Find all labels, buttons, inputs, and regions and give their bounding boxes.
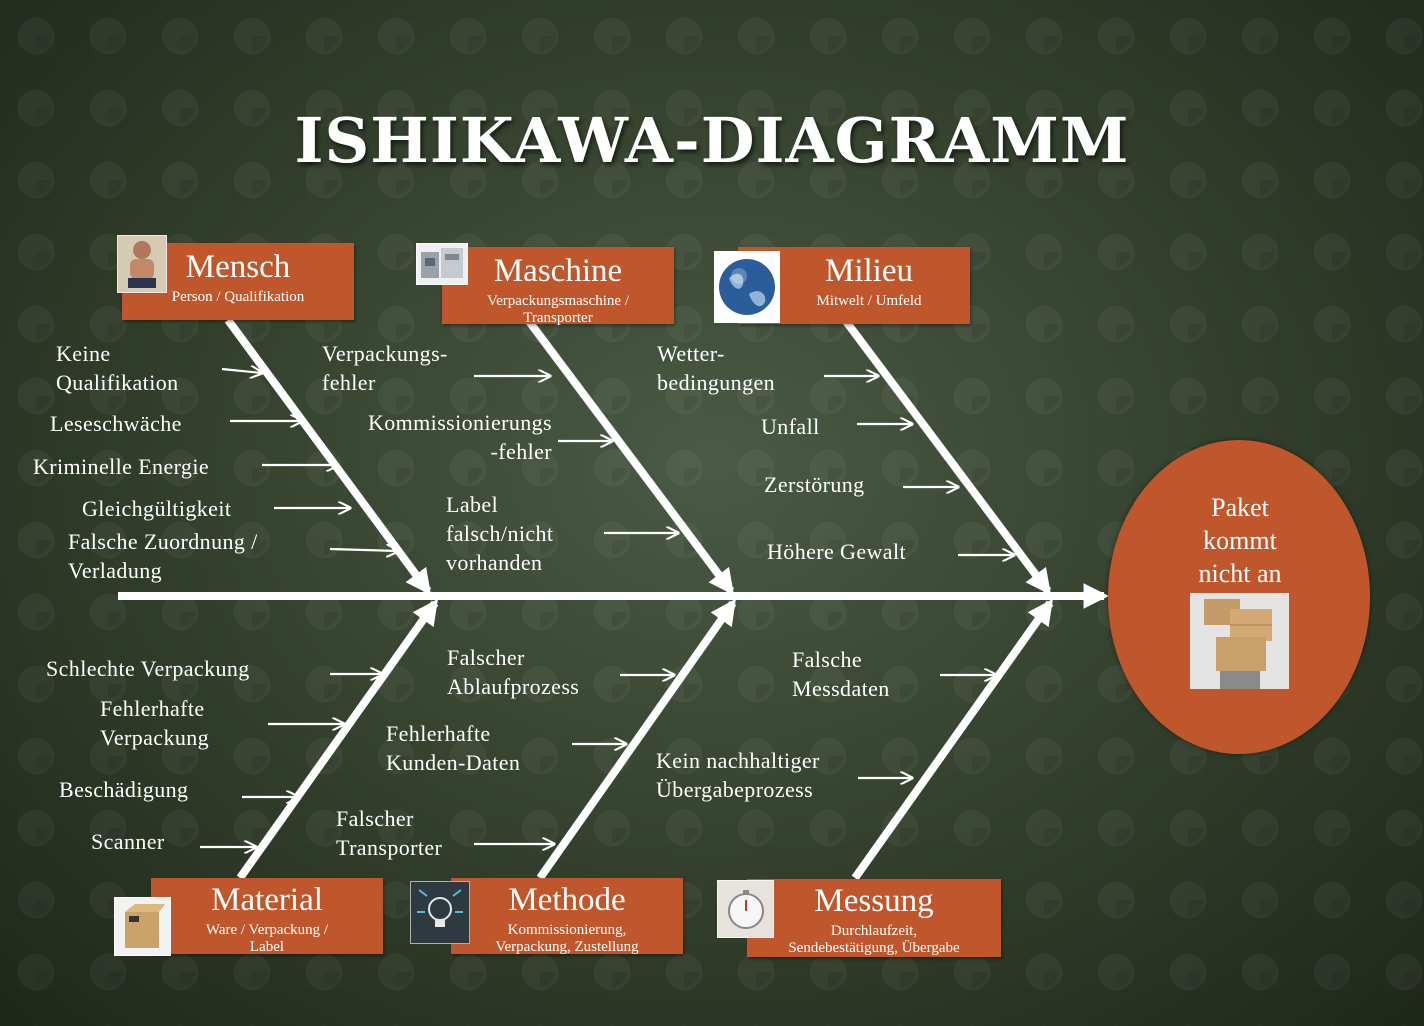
- category-subtitle: Verpackungsmaschine /: [486, 292, 630, 309]
- cause-kunden-daten: Fehlerhafte Kunden-Daten: [386, 719, 520, 777]
- effect-line: nicht an: [1198, 559, 1282, 588]
- cause-line: vorhanden: [446, 550, 543, 575]
- cause-gleichgueltigkeit: Gleichgültigkeit: [82, 496, 232, 521]
- bone-milieu: [841, 317, 1052, 596]
- cause-line: Messdaten: [792, 676, 890, 701]
- cause-line: fehler: [322, 370, 376, 395]
- cause-hoehere-gewalt: Höhere Gewalt: [767, 539, 906, 564]
- category-title: Mensch: [185, 249, 291, 285]
- cause-messdaten: Falsche Messdaten: [792, 645, 890, 703]
- cause-line: Wetter-: [657, 341, 725, 366]
- cause-kommissionierungsfehler: Kommissionierungs -fehler: [320, 408, 552, 466]
- category-messung: Messung Durchlaufzeit, Sendebestätigung,…: [747, 879, 1001, 957]
- cause-falsche-zuordnung: Falsche Zuordnung / Verladung: [68, 527, 258, 585]
- category-title: Maschine: [493, 253, 623, 289]
- cause-line: Verpackung: [100, 725, 210, 750]
- category-subtitle: Person / Qualifikation: [171, 288, 305, 305]
- machine-image: [416, 243, 468, 285]
- cause-uebergabeprozess: Kein nachhaltiger Übergabeprozess: [656, 746, 820, 804]
- cause-line: -fehler: [490, 439, 552, 464]
- cause-line: Falscher: [336, 806, 414, 831]
- cause-beschaedigung: Beschädigung: [59, 777, 189, 802]
- cause-line: Übergabeprozess: [656, 777, 814, 802]
- bone-material: [236, 598, 439, 881]
- category-title: Methode: [508, 882, 626, 918]
- category-maschine: Maschine Verpackungsmaschine / Transport…: [442, 247, 674, 327]
- cause-falscher-transporter: Falscher Transporter: [336, 804, 442, 862]
- cause-line: Transporter: [336, 835, 443, 860]
- lightbulb-icon: [410, 881, 470, 944]
- category-title: Messung: [814, 883, 934, 919]
- cause-line: Verladung: [68, 558, 163, 583]
- bone-methode: [536, 598, 737, 881]
- cause-line: Falsche Zuordnung /: [68, 529, 258, 554]
- effect-label: Paket kommt nicht an: [1140, 491, 1340, 590]
- cause-ablaufprozess: Falscher Ablaufprozess: [447, 643, 579, 701]
- category-subtitle: Mitwelt / Umfeld: [816, 292, 922, 309]
- bone-maschine: [524, 317, 735, 596]
- page-title: ISHIKAWA-DIAGRAMM: [294, 104, 1130, 177]
- box-image: [114, 897, 171, 956]
- cause-keine-qualifikation: Keine Qualifikation: [56, 339, 179, 397]
- category-material: Material Ware / Verpackung / Label: [151, 878, 383, 956]
- arrow-falsche-zuordnung: [329, 549, 398, 551]
- cause-line: Keine: [56, 341, 111, 366]
- cause-line: Qualifikation: [56, 370, 179, 395]
- category-subtitle-2: Label: [249, 939, 285, 956]
- cause-line: Kein nachhaltiger: [656, 748, 820, 773]
- category-subtitle: Ware / Verpackung /: [205, 921, 329, 938]
- cause-unfall: Unfall: [761, 414, 820, 439]
- parcel-carrier-image: [1190, 593, 1289, 689]
- globe-icon: [714, 251, 780, 323]
- category-title: Material: [211, 882, 323, 918]
- category-subtitle: Kommissionierung,: [507, 921, 627, 938]
- cause-line: bedingungen: [657, 370, 776, 395]
- effect-line: kommt: [1203, 526, 1277, 555]
- cause-line: Falscher: [447, 645, 525, 670]
- cause-fehlerhafte-verpackung: Fehlerhafte Verpackung: [100, 694, 209, 752]
- cause-zerstoerung: Zerstörung: [764, 472, 865, 497]
- person-image: [117, 235, 167, 293]
- category-subtitle-2: Sendebestätigung, Übergabe: [788, 940, 960, 957]
- category-subtitle-2: Verpackung, Zustellung: [495, 939, 639, 956]
- effect-line: Paket: [1211, 493, 1269, 522]
- cause-label: Label falsch/nicht vorhanden: [446, 490, 553, 577]
- stopwatch-icon: [717, 880, 774, 938]
- cause-leseschwaeche: Leseschwäche: [50, 411, 182, 436]
- cause-line: Falsche: [792, 647, 863, 672]
- cause-line: Fehlerhafte: [386, 721, 491, 746]
- cause-line: Verpackungs-: [322, 341, 448, 366]
- cause-wetterbedingungen: Wetter- bedingungen: [657, 339, 775, 397]
- bone-messung: [851, 598, 1054, 881]
- cause-line: falsch/nicht: [446, 521, 554, 546]
- category-subtitle-2: Transporter: [523, 310, 593, 327]
- cause-scanner: Scanner: [91, 829, 165, 854]
- cause-schlechte-verpackung: Schlechte Verpackung: [46, 656, 250, 681]
- category-methode: Methode Kommissionierung, Verpackung, Zu…: [451, 878, 683, 956]
- cause-line: Ablaufprozess: [447, 674, 580, 699]
- cause-line: Kunden-Daten: [386, 750, 521, 775]
- cause-verpackungsfehler: Verpackungs- fehler: [322, 339, 448, 397]
- cause-line: Label: [446, 492, 499, 517]
- category-title: Milieu: [825, 253, 913, 289]
- category-subtitle: Durchlaufzeit,: [830, 922, 918, 939]
- cause-line: Kommissionierungs: [367, 410, 552, 435]
- cause-line: Fehlerhafte: [100, 696, 205, 721]
- cause-kriminelle-energie: Kriminelle Energie: [33, 454, 210, 479]
- arrow-keine-qualifikation: [221, 369, 262, 373]
